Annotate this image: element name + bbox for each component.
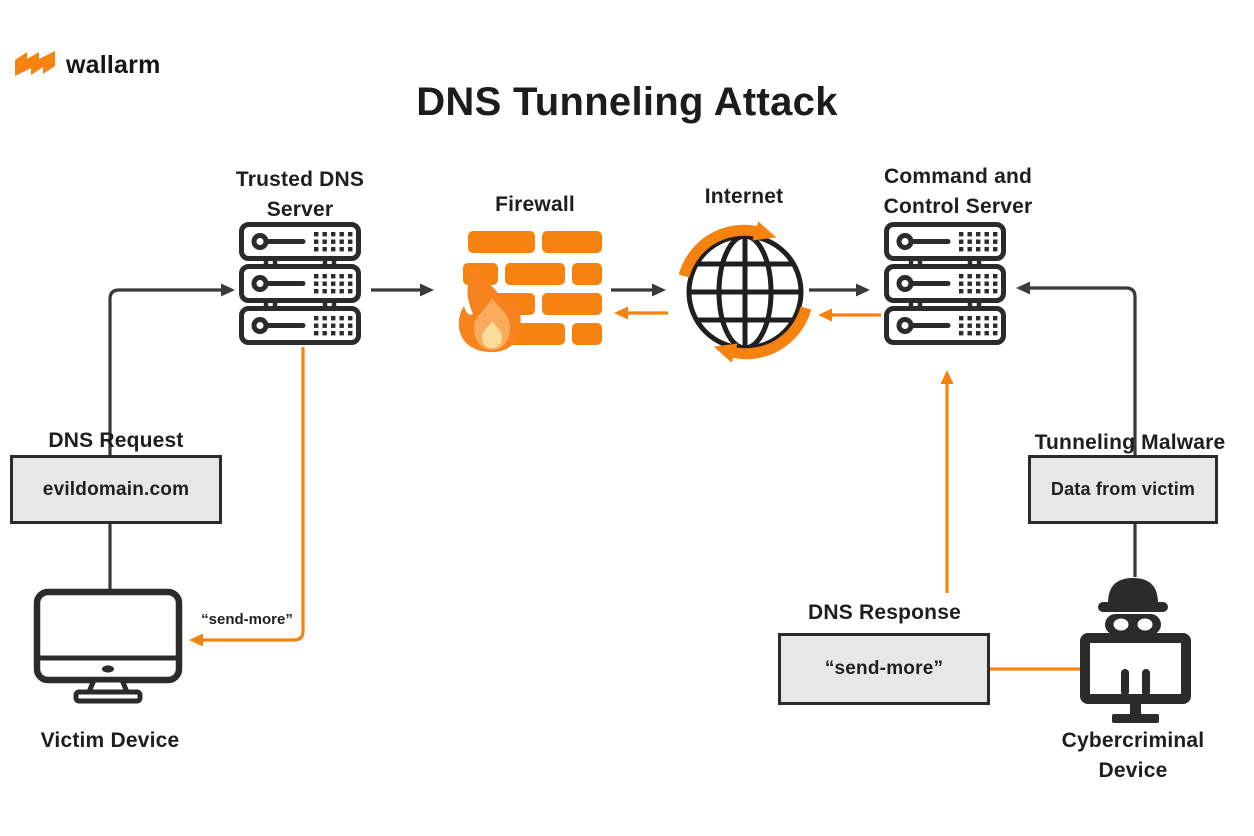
thief-mask-icon xyxy=(1105,614,1161,635)
c2-server-icon xyxy=(884,222,1006,345)
label-tunneling-malware: Tunneling Malware xyxy=(1034,431,1226,454)
label-trusted-dns-server: Trusted DNS Server xyxy=(235,168,365,222)
arrow-victim-to-dns xyxy=(108,283,235,589)
label-firewall: Firewall xyxy=(495,193,575,216)
brand-name: wallarm xyxy=(66,50,161,79)
trusted-dns-server-icon xyxy=(239,222,361,345)
label-victim-device: Victim Device xyxy=(40,729,180,752)
victim-monitor-icon xyxy=(33,588,183,704)
label-c2-server: Command and Control Server xyxy=(883,165,1033,219)
cybercriminal-icon xyxy=(1080,578,1191,723)
globe-wireframe xyxy=(686,233,804,351)
page-title: DNS Tunneling Attack xyxy=(416,80,838,124)
sync-arrows xyxy=(678,221,812,363)
arrow-dns-to-victim-orange xyxy=(189,347,305,647)
server-led-grid xyxy=(314,232,353,336)
internet-globe-icon xyxy=(678,221,812,363)
dns-response-box: “send-more” xyxy=(778,633,990,705)
label-dns-request: DNS Request xyxy=(48,429,184,452)
label-internet: Internet xyxy=(704,185,784,208)
brand-logo: wallarm xyxy=(14,50,161,80)
flame-icon xyxy=(458,264,521,352)
tunneling-malware-value: Data from victim xyxy=(1050,479,1196,499)
dns-request-box: evildomain.com xyxy=(10,455,222,524)
criminal-monitor xyxy=(1080,633,1191,704)
dns-response-value: “send-more” xyxy=(824,658,944,679)
label-cybercriminal-device: Cybercriminal Device xyxy=(1061,729,1205,783)
firewall-icon xyxy=(458,231,602,352)
send-more-note: “send-more” xyxy=(201,611,293,628)
thief-hat-icon xyxy=(1098,578,1168,612)
arrow-criminal-to-c2 xyxy=(1016,281,1137,577)
label-dns-response: DNS Response xyxy=(808,601,961,624)
dns-request-value: evildomain.com xyxy=(42,478,190,500)
tunneling-malware-box: Data from victim xyxy=(1028,455,1218,524)
wallarm-zigzag-icon xyxy=(15,51,55,76)
